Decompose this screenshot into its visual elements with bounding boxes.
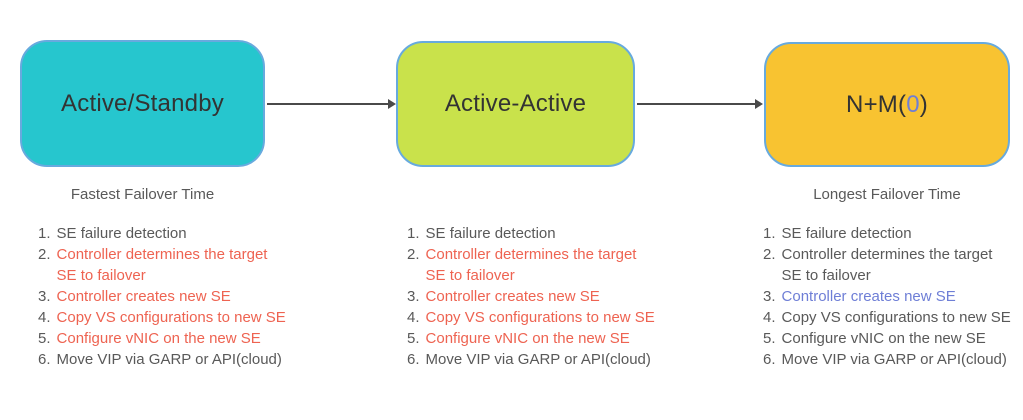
node-title-active-active: Active-Active xyxy=(444,90,587,117)
step-item: 6. Move VIP via GARP or API(cloud) xyxy=(407,349,655,370)
title-part: ) xyxy=(919,90,928,118)
step-item: 6. Move VIP via GARP or API(cloud) xyxy=(38,349,286,370)
steps-list-active-active: 1. SE failure detection 2. Controller deter… xyxy=(407,223,655,370)
step-item: 4. Copy VS configurations to new SE xyxy=(407,307,655,328)
step-number: 1. xyxy=(38,225,51,242)
step-item: 2. Controller determines the target SE to… xyxy=(407,244,655,286)
step-item: 5. Configure vNIC on the new SE xyxy=(38,328,286,349)
step-text: Move VIP via GARP or API(cloud) xyxy=(56,351,282,368)
step-number: 3. xyxy=(407,288,420,305)
step-number: 1. xyxy=(763,225,776,242)
step-item: 1. SE failure detection xyxy=(763,223,1011,244)
step-text: Move VIP via GARP or API(cloud) xyxy=(781,351,1007,368)
step-number: 6. xyxy=(38,351,51,368)
step-text: Controller creates new SE xyxy=(425,288,600,305)
step-text: Controller determines the target SE to f… xyxy=(781,246,993,284)
step-number: 5. xyxy=(38,330,51,347)
step-item: 4. Copy VS configurations to new SE xyxy=(38,307,286,328)
caption-longest-failover: Longest Failover Time xyxy=(813,186,961,203)
node-title-n-plus-m: N+M(0) xyxy=(846,91,928,119)
step-item: 5. Configure vNIC on the new SE xyxy=(763,328,1011,349)
title-part: 0 xyxy=(906,90,920,118)
step-number: 3. xyxy=(38,288,51,305)
step-number: 5. xyxy=(407,330,420,347)
step-item: 2. Controller determines the target SE to… xyxy=(38,244,286,286)
step-number: 6. xyxy=(407,351,420,368)
arrow-right-icon xyxy=(637,99,763,109)
step-text: Controller determines the target SE to f… xyxy=(56,246,268,284)
step-text: Controller creates new SE xyxy=(781,288,956,305)
step-text: SE failure detection xyxy=(781,225,912,242)
step-text: Controller creates new SE xyxy=(56,288,231,305)
step-text: Configure vNIC on the new SE xyxy=(56,330,261,347)
step-item: 6. Move VIP via GARP or API(cloud) xyxy=(763,349,1011,370)
step-item: 5. Configure vNIC on the new SE xyxy=(407,328,655,349)
step-item: 3. Controller creates new SE xyxy=(407,286,655,307)
step-text: Controller determines the target SE to f… xyxy=(425,246,637,284)
step-item: 1. SE failure detection xyxy=(38,223,286,244)
title-part: N+M( xyxy=(846,90,907,118)
step-item: 2. Controller determines the target SE to… xyxy=(763,244,1011,286)
step-item: 1. SE failure detection xyxy=(407,223,655,244)
step-number: 5. xyxy=(763,330,776,347)
step-number: 3. xyxy=(763,288,776,305)
step-text: Configure vNIC on the new SE xyxy=(781,330,986,347)
step-text: Copy VS configurations to new SE xyxy=(425,309,655,326)
node-n-plus-m: N+M(0) xyxy=(764,42,1010,167)
step-text: Move VIP via GARP or API(cloud) xyxy=(425,351,651,368)
step-number: 1. xyxy=(407,225,420,242)
step-number: 2. xyxy=(38,246,51,263)
step-text: SE failure detection xyxy=(425,225,556,242)
caption-fastest-failover: Fastest Failover Time xyxy=(70,186,215,203)
step-number: 4. xyxy=(407,309,420,326)
step-item: 4. Copy VS configurations to new SE xyxy=(763,307,1011,328)
step-item: 3. Controller creates new SE xyxy=(38,286,286,307)
steps-list-n-plus-m: 1. SE failure detection 2. Controller deter… xyxy=(763,223,1011,370)
step-text: Copy VS configurations to new SE xyxy=(781,309,1011,326)
node-active-active: Active-Active xyxy=(396,41,635,167)
step-text: Configure vNIC on the new SE xyxy=(425,330,630,347)
node-active-standby: Active/Standby xyxy=(20,40,265,167)
steps-list-active-standby: 1. SE failure detection 2. Controller deter… xyxy=(38,223,286,370)
step-number: 4. xyxy=(38,309,51,326)
node-title-active-standby: Active/Standby xyxy=(61,89,224,117)
step-text: Copy VS configurations to new SE xyxy=(56,309,286,326)
step-number: 2. xyxy=(407,246,420,263)
step-number: 6. xyxy=(763,351,776,368)
step-number: 4. xyxy=(763,309,776,326)
step-number: 2. xyxy=(763,246,776,263)
step-text: SE failure detection xyxy=(56,225,187,242)
step-item: 3. Controller creates new SE xyxy=(763,286,1011,307)
arrow-right-icon xyxy=(267,99,396,109)
